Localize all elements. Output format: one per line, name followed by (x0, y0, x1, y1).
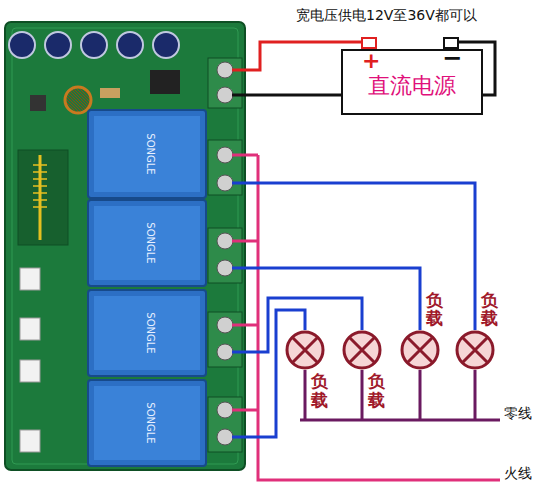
terminal-screw (217, 344, 233, 360)
neutral-line-label: 零线 (504, 406, 532, 420)
positive-sign: + (362, 50, 380, 72)
inductor (65, 87, 91, 113)
pin-connectors (20, 268, 40, 452)
power-supply-label: 直流电源 (368, 71, 456, 101)
terminal-blocks (208, 58, 242, 452)
lamp-symbol (400, 330, 440, 370)
lamp-symbol (455, 330, 495, 370)
terminal-screw (217, 317, 233, 333)
terminal-screw (217, 233, 233, 249)
load-label: 负载 (311, 372, 328, 409)
terminal-screw (217, 62, 233, 78)
relay-board (5, 22, 245, 470)
negative-sign: − (442, 46, 462, 70)
load-lamp: 负载 (400, 330, 440, 370)
load-label: 负载 (481, 291, 498, 328)
live-line-label: 火线 (504, 466, 532, 480)
terminal-screw (217, 175, 233, 191)
terminal-screw (217, 87, 233, 103)
load-label: 负载 (368, 372, 385, 409)
relay-brand: SONGLE (145, 133, 155, 174)
terminal-screw (217, 260, 233, 276)
capacitors (9, 32, 179, 58)
supply-voltage-note: 宽电压供电12V至36V都可以 (296, 8, 477, 22)
wires (232, 42, 500, 480)
lamp-symbol (285, 330, 325, 370)
relay-brand: SONGLE (145, 402, 155, 443)
relay-brand: SONGLE (145, 312, 155, 353)
terminal-screw (217, 147, 233, 163)
load-lamp: 负载 (455, 330, 495, 370)
regulator-chip (150, 70, 180, 94)
load-lamp: 负载 (342, 330, 382, 370)
terminal-screw (217, 402, 233, 418)
lamp-symbol (342, 330, 382, 370)
receiver-module (18, 150, 68, 245)
terminal-screw (217, 429, 233, 445)
relays (88, 110, 206, 466)
positive-terminal (362, 38, 376, 48)
load-label: 负载 (426, 291, 443, 328)
relay-brand: SONGLE (145, 222, 155, 263)
load-lamp: 负载 (285, 330, 325, 370)
